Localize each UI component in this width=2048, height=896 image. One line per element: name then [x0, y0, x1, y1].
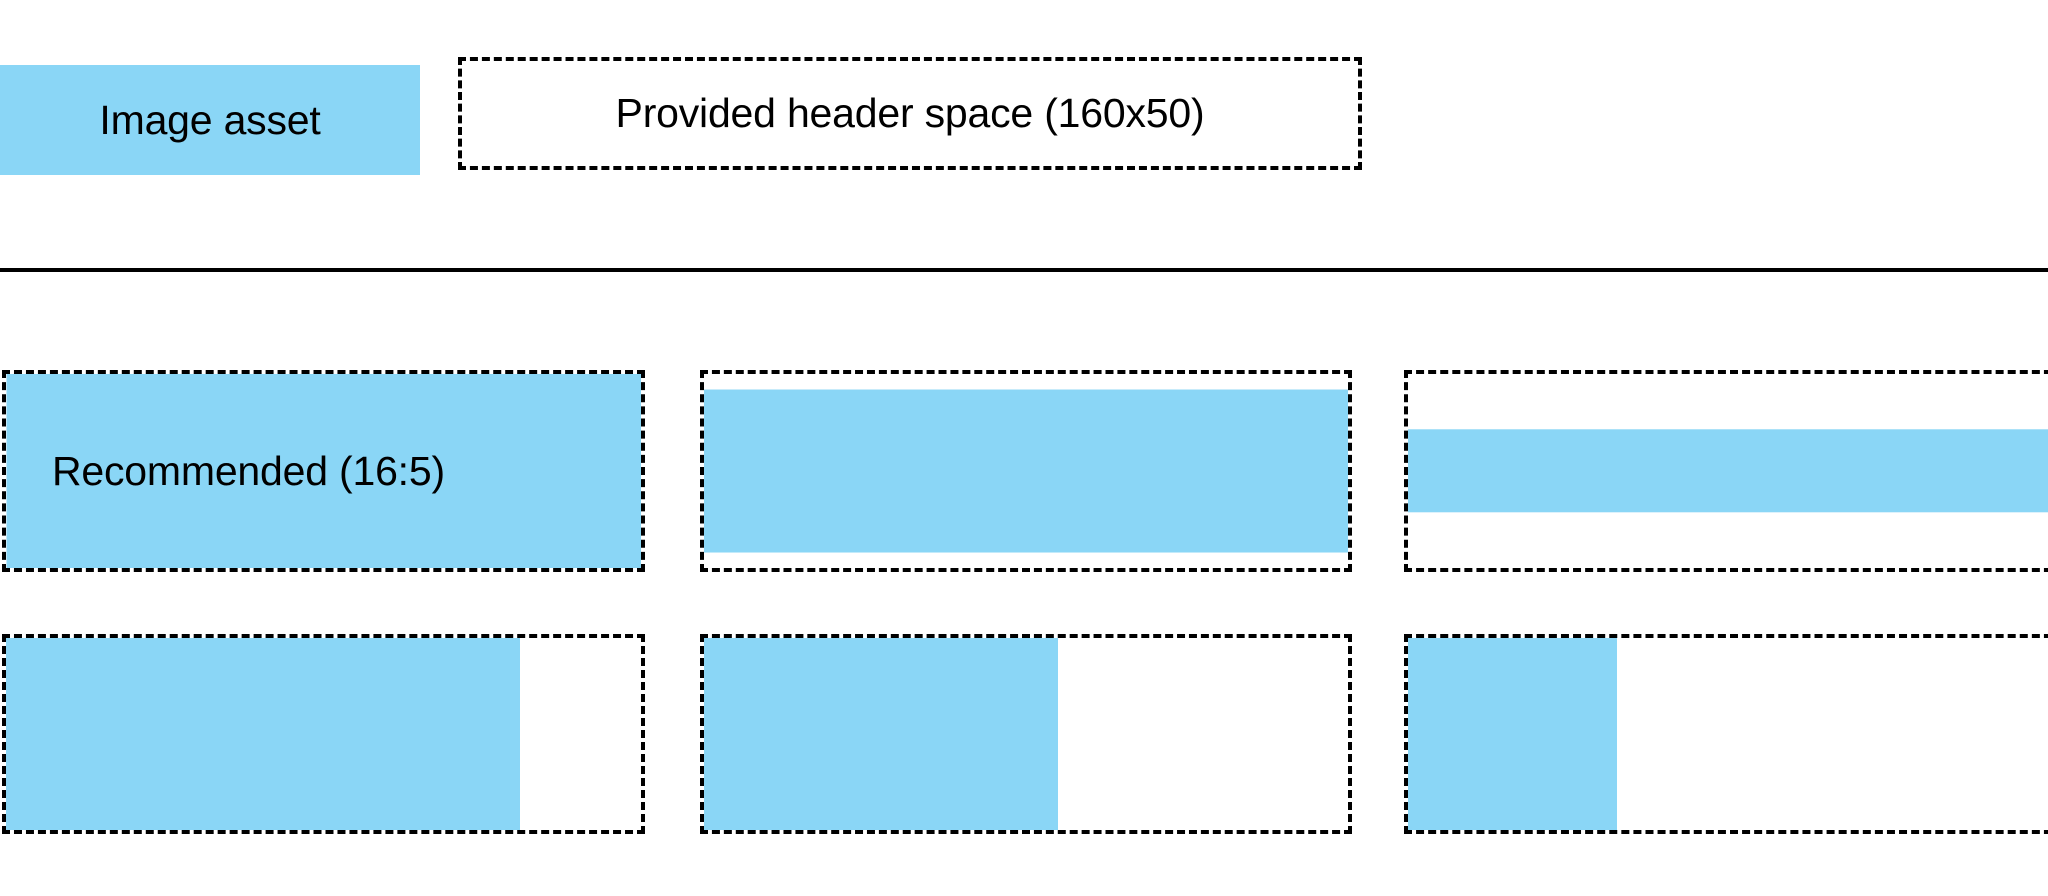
ratio-fill	[1408, 638, 1617, 830]
ratio-card-recommended-16-5: Recommended (16:5)	[2, 370, 645, 572]
header-zone: Image asset Provided header space (160x5…	[0, 0, 2048, 272]
ratio-grid: Recommended (16:5)	[0, 272, 2048, 896]
ratio-card-wide-band-short	[1404, 370, 2048, 572]
ratio-row-2	[0, 634, 2048, 834]
ratio-fill	[6, 638, 521, 830]
ratio-card-wide-band-tall	[700, 370, 1352, 572]
ratio-card-narrow-band-55	[700, 634, 1352, 834]
ratio-fill	[6, 374, 641, 568]
ratio-card-narrow-band-81	[2, 634, 645, 834]
image-asset-label: Image asset	[99, 96, 321, 143]
image-asset-swatch: Image asset	[0, 65, 420, 175]
section-divider	[0, 268, 2048, 272]
ratio-card-label: Recommended (16:5)	[52, 447, 445, 494]
provided-header-space-box: Provided header space (160x50)	[458, 57, 1362, 170]
provided-header-space-label: Provided header space (160x50)	[615, 90, 1205, 136]
ratio-row-1: Recommended (16:5)	[0, 370, 2048, 572]
ratio-card-narrow-band-32	[1404, 634, 2048, 834]
ratio-fill	[1408, 429, 2048, 513]
ratio-fill	[704, 638, 1059, 830]
ratio-fill	[704, 389, 1348, 553]
